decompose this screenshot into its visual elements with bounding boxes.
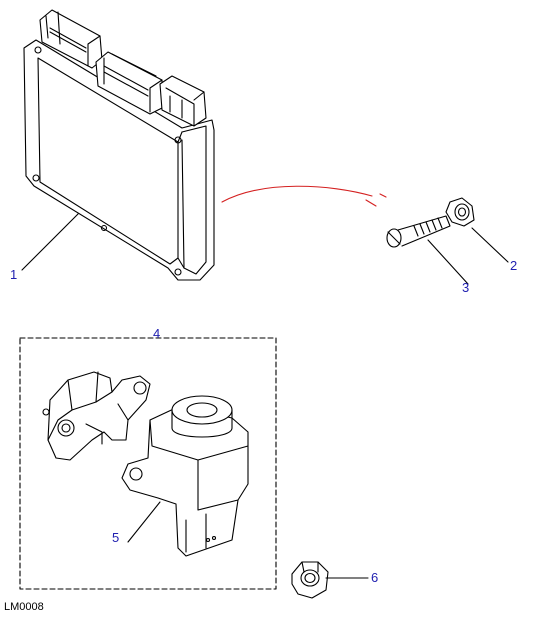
control-module-part: [21, 9, 215, 281]
kit-dashed-outline: [19, 337, 277, 590]
callout-4: 4: [153, 326, 161, 341]
screw-part: [386, 215, 469, 285]
callout-1: 1: [10, 267, 18, 282]
sensor-part: [121, 395, 249, 557]
sensor-bracket-part: [42, 371, 151, 461]
nut-part-lower: [291, 561, 369, 599]
callout-6: 6: [371, 570, 379, 585]
callout-3: 3: [462, 280, 470, 295]
callout-2: 2: [510, 258, 518, 273]
drawing-code-label: LM0008: [4, 601, 44, 613]
nut-part-upper: [445, 197, 509, 263]
assembly-link-line: [221, 185, 387, 207]
callout-5: 5: [112, 530, 120, 545]
